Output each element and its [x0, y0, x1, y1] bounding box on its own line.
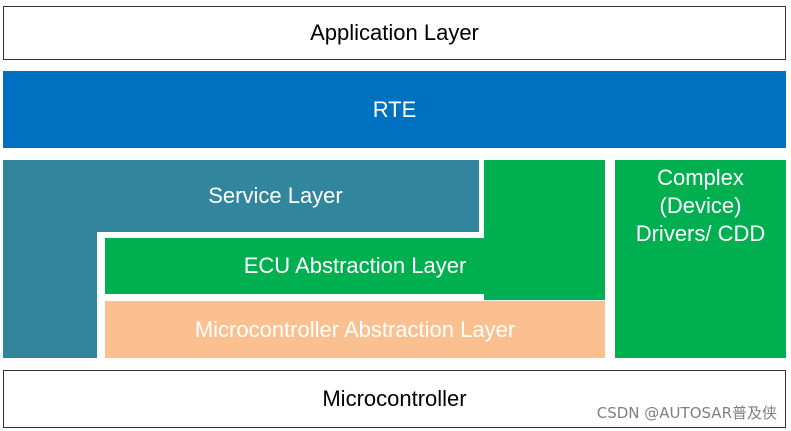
microcontroller-label: Microcontroller — [322, 386, 467, 411]
complex-drivers-box: Complex (Device) Drivers/ CDD — [615, 160, 786, 358]
service-layer-label: Service Layer — [208, 183, 343, 208]
application-layer-label: Application Layer — [310, 20, 479, 45]
ecu-abstraction-layer-label: ECU Abstraction Layer — [243, 253, 467, 278]
microcontroller-abstraction-layer-box: Microcontroller Abstraction Layer — [105, 301, 605, 358]
ecu-abstraction-layer-box: ECU Abstraction Layer — [105, 238, 605, 294]
service-layer-box: Service Layer — [3, 160, 548, 232]
microcontroller-box: Microcontroller — [3, 370, 786, 428]
rte-box: RTE — [3, 71, 786, 148]
watermark: CSDN @AUTOSAR普及侠 — [596, 404, 777, 422]
complex-drivers-label: Complex (Device) Drivers/ CDD — [636, 164, 766, 248]
rte-label: RTE — [372, 96, 417, 122]
microcontroller-abstraction-layer-label: Microcontroller Abstraction Layer — [194, 316, 516, 342]
application-layer-box: Application Layer — [3, 6, 786, 60]
service-layer-column — [3, 160, 97, 358]
complex-drivers-line-1: Complex — [657, 165, 744, 190]
complex-drivers-line-3: Drivers/ CDD — [635, 221, 766, 246]
complex-drivers-line-2: (Device) — [659, 193, 742, 218]
